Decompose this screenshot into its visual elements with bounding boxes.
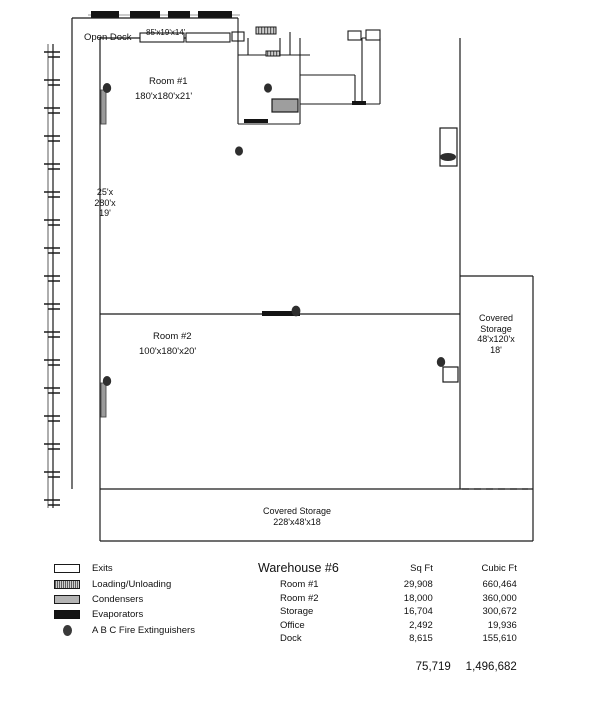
summary-spacer-row (258, 647, 517, 660)
covered-storage-right-line-2: Storage (480, 323, 512, 334)
summary-row-name: Storage (280, 606, 314, 618)
left-corridor-dim-line-1: 25'x (96, 187, 114, 197)
fire-extinguisher-icon (102, 376, 112, 386)
table-row: Storage 16,704 300,672 (258, 606, 517, 620)
fire-extinguisher-markers (102, 83, 446, 386)
summary-col-sqft: Sq Ft (410, 562, 433, 574)
table-row: Room #1 29,908 660,464 (258, 579, 517, 593)
summary-row-name: Dock (280, 633, 302, 645)
legend-item-condensers: Condensers (54, 592, 254, 607)
left-corridor-dim-line-3: 19' (99, 208, 111, 219)
right-wall-exit-column (439, 127, 458, 167)
legend-item-evaporators: Evaporators (54, 607, 254, 622)
room1-name-label: Room #1 (149, 76, 188, 87)
legend-item-loading-unloading: Loading/Unloading (54, 576, 254, 591)
fire-extinguisher-icon (102, 83, 112, 93)
covered-storage-right-label: Covered Storage 48'x120'x 18' (468, 313, 524, 355)
summary-row-sqft: 18,000 (403, 592, 433, 604)
table-row: Room #2 18,000 360,000 (258, 593, 517, 607)
condenser-swatch-icon (54, 594, 80, 604)
table-row: Office 2,492 19,936 (258, 620, 517, 634)
legend-item-exits: Exits (54, 561, 254, 576)
building-outline (71, 17, 534, 542)
summary-totals-blank (258, 660, 381, 676)
loading-unloading-blocks (255, 26, 281, 57)
summary-header-row: Warehouse #6 Sq Ft Cubic Ft (258, 561, 517, 579)
left-rack-column (44, 44, 60, 508)
summary-col-cubicft: Cubic Ft (481, 562, 517, 574)
room2-name-label: Room #2 (153, 331, 192, 342)
summary-row-cubicft: 19,936 (487, 619, 517, 631)
open-dock-label: Open Dock (84, 32, 132, 43)
legend-label-loading-unloading: Loading/Unloading (92, 578, 172, 590)
fire-extinguisher-icon (264, 83, 272, 93)
table-row: Dock 8,615 155,610 (258, 633, 517, 647)
condenser-unit (271, 98, 299, 113)
legend-item-fire-extinguishers: A B C Fire Extinguishers (54, 623, 254, 638)
right-wall-exit-door (442, 366, 459, 383)
evaporator-bar-divider (262, 311, 300, 316)
legend: Exits Loading/Unloading Condensers Evapo… (54, 561, 254, 638)
evaporator-bars-top (88, 11, 240, 18)
left-wall-exit-strips (100, 89, 107, 418)
summary-row-name: Room #1 (280, 579, 319, 590)
warehouse-summary-table: Warehouse #6 Sq Ft Cubic Ft Room #1 29,9… (258, 561, 517, 676)
covered-storage-bottom-line-2: 228'x48'x18 (273, 516, 321, 527)
legend-label-exits: Exits (92, 563, 113, 575)
evaporator-swatch-icon (54, 610, 80, 620)
summary-row-name: Room #2 (280, 592, 319, 604)
fire-extinguisher-icon (62, 624, 72, 636)
legend-label-condensers: Condensers (92, 593, 144, 605)
summary-title: Warehouse #6 (258, 561, 339, 575)
left-corridor-dim-line-2: 280'x (94, 197, 116, 208)
summary-total-sqft: 75,719 (415, 660, 451, 673)
exit-swatch-icon (54, 564, 80, 574)
office-complex (237, 18, 381, 125)
dock-dimensions-label: 85'x19'x14' (146, 28, 186, 37)
covered-storage-right-line-3: 48'x120'x (477, 334, 515, 345)
left-corridor-dimensions-label: 25'x 280'x 19' (88, 187, 122, 219)
summary-row-sqft: 2,492 (409, 619, 433, 631)
summary-totals-row: 75,719 1,496,682 (258, 660, 517, 676)
office-exit-doors (347, 29, 381, 41)
summary-row-cubicft: 360,000 (482, 592, 517, 604)
summary-row-cubicft: 300,672 (482, 606, 517, 618)
room2-dimensions-label: 100'x180'x20' (139, 346, 197, 357)
loading-swatch-icon (54, 579, 80, 589)
room1-dimensions-label: 180'x180'x21' (135, 91, 193, 102)
covered-storage-right-line-4: 18' (490, 344, 502, 355)
summary-row-sqft: 29,908 (403, 579, 433, 590)
summary-total-cubicft: 1,496,682 (465, 660, 517, 673)
fire-extinguisher-icon (235, 146, 243, 156)
covered-storage-bottom-label: Covered Storage 228'x48'x18 (236, 506, 358, 527)
fire-extinguisher-icon (436, 357, 446, 367)
legend-label-fire-extinguishers: A B C Fire Extinguishers (92, 624, 195, 636)
summary-row-name: Office (280, 619, 305, 631)
legend-label-evaporators: Evaporators (92, 609, 144, 621)
summary-row-cubicft: 155,610 (482, 633, 517, 645)
summary-row-sqft: 8,615 (409, 633, 433, 645)
fire-extinguisher-swatch-wrap (54, 624, 80, 636)
evaporator-strips-office (244, 101, 366, 123)
covered-storage-right-line-1: Covered (478, 313, 514, 323)
summary-row-cubicft: 660,464 (482, 579, 517, 590)
fire-extinguisher-icon (291, 305, 301, 317)
covered-storage-bottom-line-1: Covered Storage (262, 506, 332, 516)
summary-row-sqft: 16,704 (403, 606, 433, 618)
